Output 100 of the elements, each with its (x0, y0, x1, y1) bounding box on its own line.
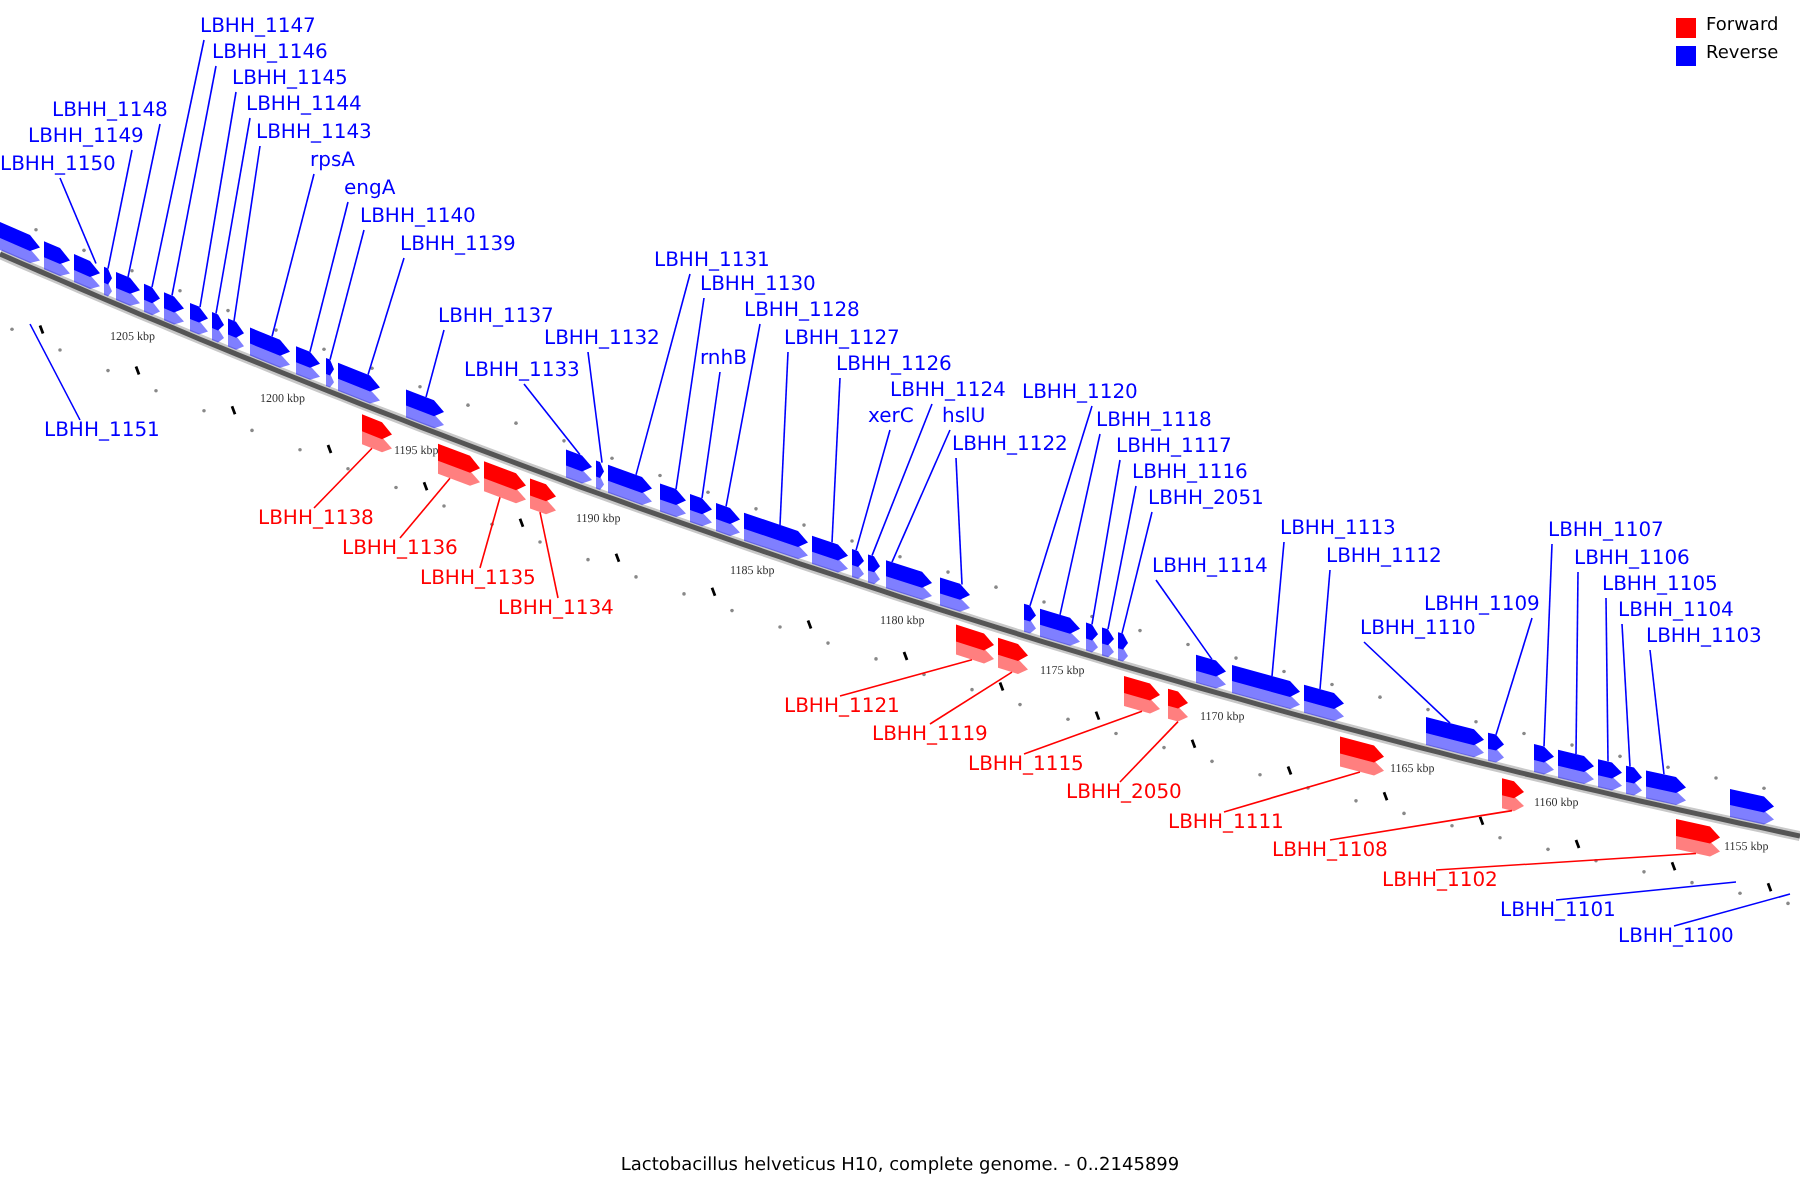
gene-label: LBHH_1115 (968, 754, 1084, 778)
gene-block (1118, 632, 1128, 662)
gene-block (940, 577, 970, 612)
gene-label: LBHH_1105 (1602, 574, 1718, 598)
leader-line (1107, 485, 1137, 630)
gene-label: LBHH_1104 (1618, 600, 1734, 624)
leader-line (479, 496, 501, 569)
gene-label: LBHH_1127 (784, 328, 900, 352)
gene-label: LBHH_1118 (1096, 410, 1212, 434)
gene-block (44, 241, 70, 276)
gene-label: engA (344, 178, 396, 202)
gene-block (1086, 622, 1098, 653)
gene-label: LBHH_1134 (498, 598, 614, 622)
gene-label: LBHH_1130 (700, 274, 816, 298)
gene-label: LBHH_1117 (1116, 436, 1232, 460)
gene-block (690, 494, 712, 527)
gene-label: LBHH_1151 (44, 420, 160, 444)
gene-label: LBHH_1132 (544, 328, 660, 352)
gene-label: LBHH_1114 (1152, 556, 1268, 580)
gene-block (1340, 736, 1384, 776)
gene-block (74, 254, 100, 289)
leader-line (367, 257, 405, 376)
gene-label: LBHH_1119 (872, 724, 988, 748)
gene-block (608, 464, 652, 505)
gene-label: LBHH_1109 (1424, 594, 1540, 618)
gene-block (212, 312, 224, 343)
leader-line (215, 117, 251, 315)
leader-line (1023, 710, 1143, 755)
leader-line (1271, 541, 1285, 677)
gene-label: LBHH_1116 (1132, 462, 1248, 486)
gene-label: LBHH_1150 (0, 154, 116, 178)
leader-line (313, 447, 373, 509)
gene-block (1730, 789, 1774, 825)
gene-block (660, 483, 686, 517)
gene-block (326, 358, 334, 388)
leader-line (831, 377, 841, 544)
gene-block (744, 512, 808, 559)
gene-block (868, 554, 880, 585)
leader-line (523, 383, 581, 456)
leader-line (1621, 623, 1631, 768)
gene-block (406, 389, 444, 429)
gene-label: rnhB (700, 348, 747, 372)
gene-label: LBHH_2051 (1148, 488, 1264, 512)
gene-label: LBHH_1133 (464, 360, 580, 384)
gene-block (1168, 688, 1188, 722)
gene-label: LBHH_1110 (1360, 618, 1476, 642)
leader-line (1119, 720, 1179, 783)
gene-label: xerC (868, 406, 914, 430)
gene-label: LBHH_1122 (952, 434, 1068, 458)
gene-label: LBHH_1140 (360, 206, 476, 230)
leader-line (1059, 433, 1101, 616)
gene-label: LBHH_1124 (890, 380, 1006, 404)
gene-label: LBHH_1131 (654, 250, 770, 274)
gene-block (104, 266, 112, 297)
gene-label: LBHH_1146 (212, 42, 328, 66)
leader-line (309, 201, 349, 353)
gene-label: hslU (942, 406, 986, 430)
leader-line (1555, 881, 1737, 901)
gene-block (1646, 770, 1686, 805)
gene-label: LBHH_1100 (1618, 926, 1734, 950)
gene-label: LBHH_1101 (1500, 900, 1616, 924)
gene-label: LBHH_1111 (1168, 812, 1284, 836)
gene-block (852, 549, 864, 579)
leader-line (151, 39, 205, 288)
leader-line (199, 91, 237, 308)
leader-line (1029, 405, 1093, 607)
leader-line (675, 297, 705, 490)
leader-line (233, 145, 261, 322)
leader-line (271, 173, 315, 338)
gene-label: LBHH_1112 (1326, 546, 1442, 570)
gene-block (1124, 676, 1160, 714)
leader-line (891, 429, 951, 563)
leader-line (1649, 649, 1665, 776)
leader-line (127, 123, 161, 278)
gene-label: LBHH_1106 (1574, 548, 1690, 572)
caption: Lactobacillus helveticus H10, complete genome. - 0..2145899 (620, 1156, 1180, 1178)
gene-block (1598, 759, 1622, 791)
gene-label: LBHH_1120 (1022, 382, 1138, 406)
leader-line (1495, 617, 1533, 736)
leader-line (1673, 893, 1791, 927)
gene-label: LBHH_1147 (200, 16, 316, 40)
gene-block (228, 318, 244, 350)
leader-line (1121, 511, 1153, 635)
leader-line (171, 65, 217, 297)
leader-line (929, 671, 1013, 725)
leader-line (855, 429, 891, 552)
gene-block (1502, 778, 1524, 812)
leader-line (779, 351, 789, 526)
gene-block (956, 624, 994, 664)
gene-block (1304, 684, 1344, 721)
leader-line (107, 149, 133, 270)
gene-block (1676, 819, 1720, 857)
gene-block (438, 443, 480, 486)
leader-line (329, 229, 365, 361)
gene-block (1558, 749, 1594, 784)
leader-line (399, 477, 451, 539)
gene-block (1626, 765, 1642, 796)
gene-block (484, 461, 526, 504)
leader-line (1319, 569, 1331, 690)
gene-label: LBHH_1113 (1280, 518, 1396, 542)
